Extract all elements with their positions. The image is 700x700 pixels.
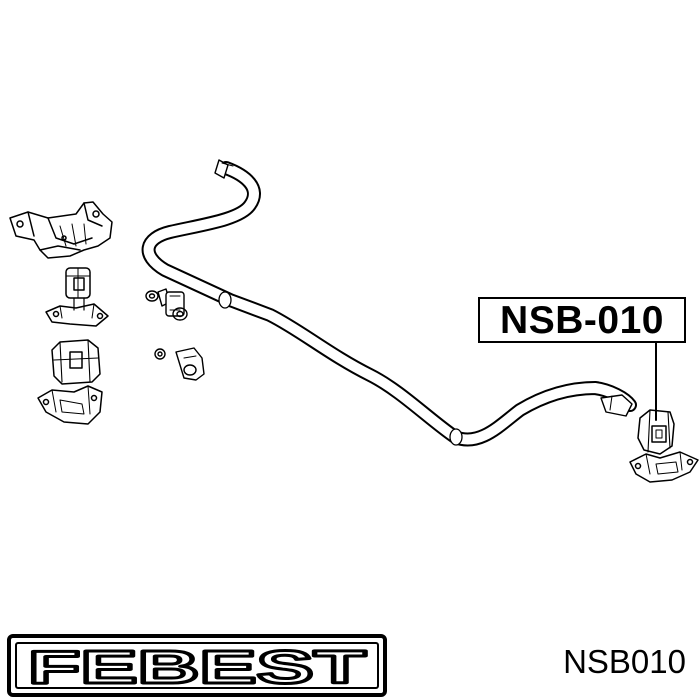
stabilizer-bar [141,159,637,447]
left-bushing-large [37,339,103,425]
part-callout-label: NSB-010 [500,298,664,342]
part-number: NSB010 [563,643,686,680]
part-callout-box: NSB-010 [478,297,686,343]
right-bracket [629,451,699,483]
left-upper-bracket [9,201,113,259]
left-bushing-small [45,267,109,327]
febest-logo-text: FEBEST [28,641,366,693]
febest-logo: FEBEST [7,634,387,697]
stabilizer-link-parts [145,288,205,381]
